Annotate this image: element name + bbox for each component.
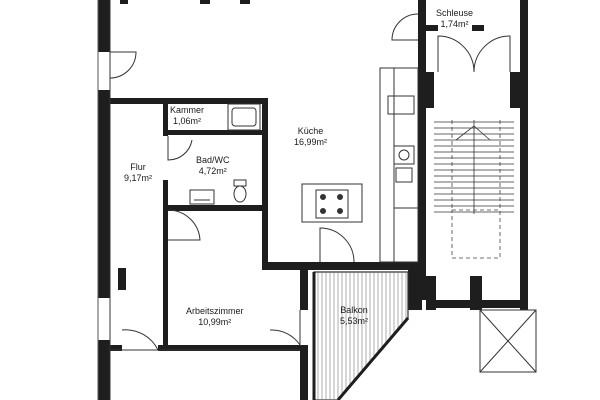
balcony-rail-diagonal	[336, 317, 410, 400]
room-label-flur: Flur 9,17m²	[124, 162, 152, 184]
bath-sink	[189, 189, 215, 205]
burner-3	[320, 208, 326, 214]
wall-arbeit-bottom	[158, 345, 308, 351]
room-area: 10,99m²	[198, 317, 232, 327]
room-label-schleuse: Schleuse 1,74m²	[436, 8, 473, 30]
wall-bath-right	[262, 98, 268, 270]
door-balkon	[319, 227, 355, 263]
room-area: 9,17m²	[124, 173, 153, 183]
wall-stair-right	[520, 0, 528, 310]
wall-top-stub-2	[200, 0, 210, 4]
kitchen-island	[301, 183, 363, 223]
staircase	[434, 120, 514, 259]
wall-flur-lower	[163, 180, 168, 350]
wall-balkon-top	[320, 262, 420, 270]
wall-top-stub-3	[240, 0, 250, 4]
shaft-diagonal-2	[479, 309, 537, 373]
kitchen-sink-2	[395, 167, 413, 183]
walls	[98, 0, 528, 400]
room-name: Kammer	[170, 105, 205, 115]
room-name: Küche	[297, 126, 324, 136]
room-label-bad: Bad/WC 4,72m²	[196, 155, 230, 177]
wall-flur-kammer-upper	[163, 104, 168, 136]
wall-left-upper	[98, 0, 110, 52]
burner-4	[337, 208, 343, 214]
room-area: 5,53m²	[340, 316, 369, 326]
wall-flur-small	[118, 268, 126, 290]
room-area: 1,06m²	[173, 116, 202, 126]
balcony-hatching	[317, 272, 407, 400]
door-bad	[167, 136, 193, 161]
kitchen-counter	[379, 67, 419, 263]
wall-stair-left	[418, 0, 426, 300]
wall-balkon-right	[408, 262, 422, 310]
room-area: 4,72m²	[198, 166, 227, 176]
room-name: Arbeitszimmer	[186, 306, 244, 316]
wall-top-stub-1	[120, 0, 128, 4]
shaft-box	[479, 309, 537, 373]
room-name: Bad/WC	[196, 155, 230, 165]
wall-arbeit-top	[262, 262, 320, 270]
room-label-kueche: Küche 16,99m²	[294, 126, 327, 148]
door-arbeit-top	[167, 209, 201, 241]
room-label-balkon: Balkon 5,53m²	[340, 305, 368, 327]
stair-arrow	[455, 125, 491, 141]
wall-schleuse-right-lower	[510, 72, 520, 108]
room-label-kammer: Kammer 1,06m²	[170, 105, 204, 127]
balcony	[312, 271, 410, 400]
wall-schleuse-left-lower	[426, 72, 434, 108]
shaft	[479, 309, 537, 373]
room-label-arbeitszimmer: Arbeitszimmer 10,99m²	[186, 306, 244, 328]
wall-flur-bottom-stub	[110, 345, 122, 351]
room-area: 16,99m²	[294, 137, 328, 147]
bathtub-inner	[231, 107, 257, 127]
door-flur-bottom	[121, 329, 159, 351]
kitchen-cooktop	[315, 189, 349, 219]
wall-upper-horizontal	[108, 98, 268, 104]
door-left-upper	[109, 51, 137, 79]
bathtub	[227, 103, 261, 131]
burner-1	[320, 194, 326, 200]
door-stair-right	[473, 35, 511, 73]
door-stair-left	[437, 35, 475, 73]
doors	[109, 13, 511, 351]
wall-left-lower	[98, 340, 110, 400]
stair-dashed-landing	[451, 209, 501, 259]
room-name: Balkon	[340, 305, 368, 315]
wall-schleuse-stub-left	[426, 25, 438, 31]
door-arbeit-right	[269, 310, 301, 347]
kitchen-appliance-1	[387, 95, 415, 115]
wall-arbeit-right-upper	[300, 270, 308, 310]
wall-arbeit-right-lower	[300, 345, 308, 400]
kitchen-sink	[393, 145, 415, 165]
room-name: Schleuse	[436, 8, 474, 18]
door-schleuse-left	[391, 13, 419, 41]
wall-kammer-bottom	[168, 130, 262, 135]
wall-left-mid	[98, 90, 110, 298]
wall-schleuse-stub-mid	[472, 25, 484, 31]
wall-stair-bottom	[426, 300, 528, 308]
burner-2	[337, 194, 343, 200]
kitchen-sink-bowl	[398, 149, 410, 161]
room-area: 1,74m²	[440, 19, 469, 29]
wall-stair-bottom-left	[426, 276, 436, 310]
wall-bad-bottom	[168, 205, 266, 211]
toilet-bowl	[233, 185, 247, 203]
room-name: Flur	[130, 162, 146, 172]
